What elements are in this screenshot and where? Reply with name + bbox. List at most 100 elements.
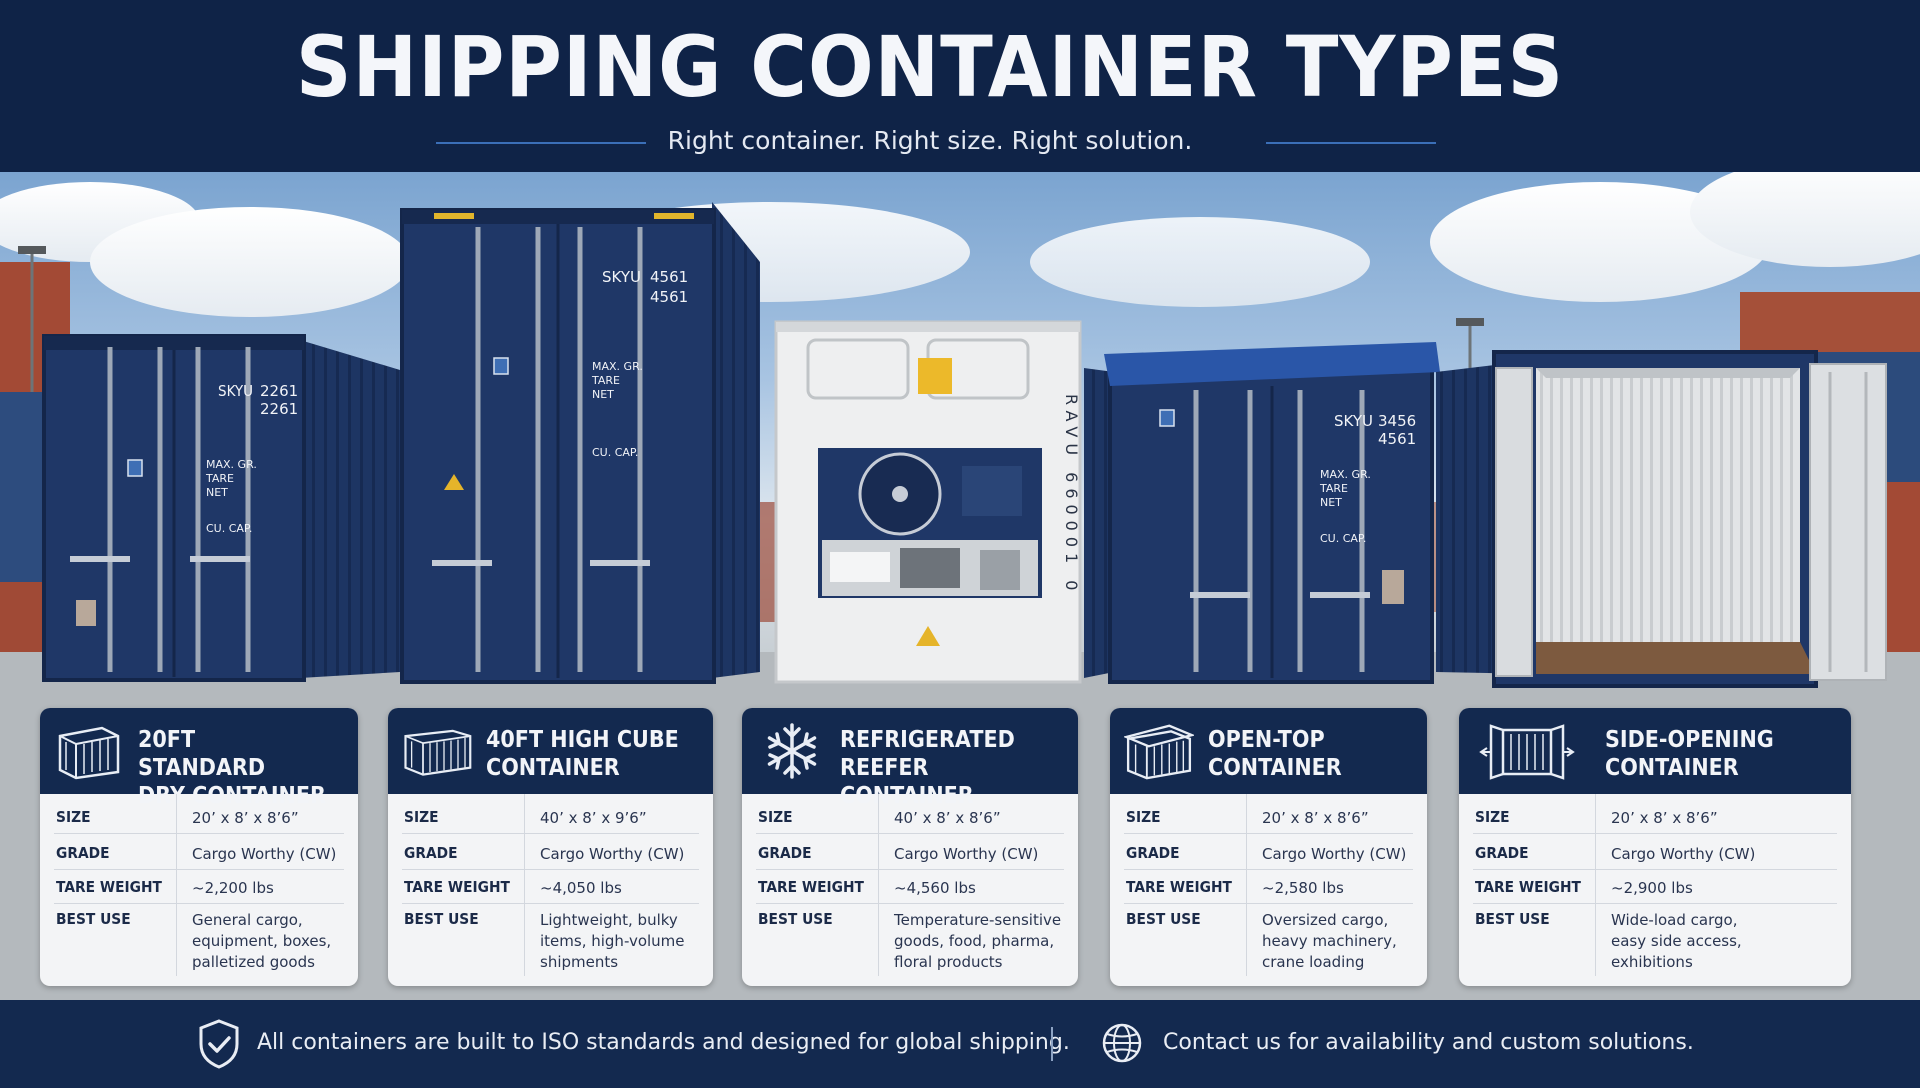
card-open-top: OPEN-TOP CONTAINER SIZE 20’ x 8’ x 8’6” … [1110, 708, 1427, 986]
row-divider [1473, 903, 1837, 904]
spec-row-size: SIZE 20’ x 8’ x 8’6” [1459, 800, 1851, 834]
container-40ft-high-cube: SKYU 4561 4561 MAX. GR. TARE NET CU. CAP… [400, 202, 760, 684]
card-reefer: REFRIGERATED REEFER CONTAINER SIZE 40’ x… [742, 708, 1078, 986]
card-title: 40FT HIGH CUBE CONTAINER [486, 727, 679, 781]
spec-label-size: SIZE [56, 808, 91, 826]
spec-value-size: 20’ x 8’ x 8’6” [1262, 809, 1369, 827]
row-divider [756, 833, 1064, 834]
card-title: OPEN-TOP CONTAINER [1208, 727, 1342, 781]
spec-label-tare: TARE WEIGHT [1475, 878, 1581, 896]
spec-row-use: BEST USE Temperature-sensitive goods, fo… [742, 902, 1078, 982]
container-2-code: SKYU [602, 268, 641, 286]
card-header: REFRIGERATED REEFER CONTAINER [742, 708, 1078, 809]
row-divider [1473, 833, 1837, 834]
container-2-number-a: 4561 [650, 268, 688, 286]
subtitle-line-right [1266, 142, 1436, 144]
spec-value-size: 40’ x 8’ x 8’6” [894, 809, 1001, 827]
row-divider [402, 903, 699, 904]
spec-label-tare: TARE WEIGHT [1126, 878, 1232, 896]
subtitle-row: Right container. Right size. Right solut… [0, 126, 1860, 155]
spec-value-grade: Cargo Worthy (CW) [1611, 845, 1756, 863]
snowflake-icon [767, 723, 817, 779]
spec-label-use: BEST USE [1475, 910, 1550, 928]
card-title: REFRIGERATED REEFER CONTAINER [840, 727, 1015, 809]
spec-value-tare: ~4,560 lbs [894, 879, 976, 897]
container-2-weight-tare: TARE [591, 374, 620, 387]
spec-label-grade: GRADE [758, 844, 812, 862]
spec-value-use: Lightweight, bulky items, high-volume sh… [540, 911, 685, 971]
spec-row-use: BEST USE Oversized cargo, heavy machiner… [1110, 902, 1427, 982]
card-title: SIDE-OPENING CONTAINER [1605, 727, 1774, 781]
container-1-weight-max: MAX. GR. [206, 458, 257, 471]
spec-label-grade: GRADE [1126, 844, 1180, 862]
row-divider [756, 903, 1064, 904]
footer: All containers are built to ISO standard… [0, 1000, 1920, 1088]
row-divider [1124, 833, 1413, 834]
footer-iso-statement: All containers are built to ISO standard… [257, 1030, 1070, 1055]
container-3-code: RAVU 660001 0 [1062, 394, 1081, 596]
spec-label-use: BEST USE [758, 910, 833, 928]
row-divider [1124, 903, 1413, 904]
spec-value-size: 20’ x 8’ x 8’6” [1611, 809, 1718, 827]
card-20ft-standard: 20FT STANDARD DRY CONTAINER SIZE 20’ x 8… [40, 708, 358, 986]
container-2-weight-net: NET [592, 388, 614, 401]
container-1-weight-net: NET [206, 486, 228, 499]
spec-row-use: BEST USE General cargo, equipment, boxes… [40, 902, 358, 982]
spec-row-grade: GRADE Cargo Worthy (CW) [1110, 836, 1427, 870]
shield-check-icon [199, 1019, 239, 1069]
spec-value-grade: Cargo Worthy (CW) [540, 845, 685, 863]
container-4-cubic: CU. CAP. [1320, 532, 1366, 545]
spec-label-size: SIZE [1475, 808, 1510, 826]
card-header: 40FT HIGH CUBE CONTAINER [388, 708, 713, 794]
spec-row-tare: TARE WEIGHT ~2,900 lbs [1459, 870, 1851, 904]
spec-value-use: Wide-load cargo, easy side access, exhib… [1611, 911, 1742, 971]
row-divider [54, 903, 344, 904]
spec-label-grade: GRADE [56, 844, 110, 862]
card-side-opening: SIDE-OPENING CONTAINER SIZE 20’ x 8’ x 8… [1459, 708, 1851, 986]
spec-label-use: BEST USE [56, 910, 131, 928]
globe-icon [1102, 1023, 1142, 1063]
side-opening-container-icon [1479, 724, 1575, 780]
spec-row-size: SIZE 20’ x 8’ x 8’6” [40, 800, 358, 834]
spec-label-size: SIZE [1126, 808, 1161, 826]
spec-value-tare: ~2,580 lbs [1262, 879, 1344, 897]
page-title: SHIPPING CONTAINER TYPES [295, 18, 1565, 116]
spec-row-use: BEST USE Wide-load cargo, easy side acce… [1459, 902, 1851, 982]
container-4-weight-max: MAX. GR. [1320, 468, 1371, 481]
spec-value-grade: Cargo Worthy (CW) [1262, 845, 1407, 863]
container-1-number-a: 2261 [260, 382, 298, 400]
card-header: SIDE-OPENING CONTAINER [1459, 708, 1851, 794]
row-divider [402, 869, 699, 870]
spec-value-size: 40’ x 8’ x 9’6” [540, 809, 647, 827]
footer-contact-cta[interactable]: Contact us for availability and custom s… [1163, 1030, 1694, 1055]
column-divider [524, 794, 525, 976]
spec-row-size: SIZE 40’ x 8’ x 8’6” [742, 800, 1078, 834]
spec-row-grade: GRADE Cargo Worthy (CW) [388, 836, 713, 870]
spec-label-grade: GRADE [1475, 844, 1529, 862]
spec-row-tare: TARE WEIGHT ~4,560 lbs [742, 870, 1078, 904]
spec-value-tare: ~2,900 lbs [1611, 879, 1693, 897]
column-divider [1595, 794, 1596, 976]
container-2-weight-max: MAX. GR. [592, 360, 643, 373]
spec-value-size: 20’ x 8’ x 8’6” [192, 809, 299, 827]
footer-divider [1051, 1027, 1053, 1061]
container-1-weight-tare: TARE [205, 472, 234, 485]
container-reefer: RAVU 660001 0 [774, 320, 1082, 684]
container-4-number-a: 3456 [1378, 412, 1416, 430]
spec-value-use: General cargo, equipment, boxes, palleti… [192, 911, 332, 971]
page-subtitle: Right container. Right size. Right solut… [667, 126, 1193, 155]
spec-label-tare: TARE WEIGHT [758, 878, 864, 896]
spec-label-grade: GRADE [404, 844, 458, 862]
spec-value-tare: ~2,200 lbs [192, 879, 274, 897]
row-divider [1473, 869, 1837, 870]
open-top-container-icon [1124, 724, 1194, 780]
column-divider [1246, 794, 1247, 976]
spec-label-size: SIZE [404, 808, 439, 826]
container-side-opening [1436, 350, 1887, 688]
spec-label-use: BEST USE [404, 910, 479, 928]
container-20ft-standard: SKYU 2261 2261 MAX. GR. TARE NET CU. CAP… [42, 334, 400, 682]
row-divider [54, 869, 344, 870]
card-40ft-high-cube: 40FT HIGH CUBE CONTAINER SIZE 40’ x 8’ x… [388, 708, 713, 986]
card-title: 20FT STANDARD DRY CONTAINER [138, 727, 326, 809]
spec-value-tare: ~4,050 lbs [540, 879, 622, 897]
